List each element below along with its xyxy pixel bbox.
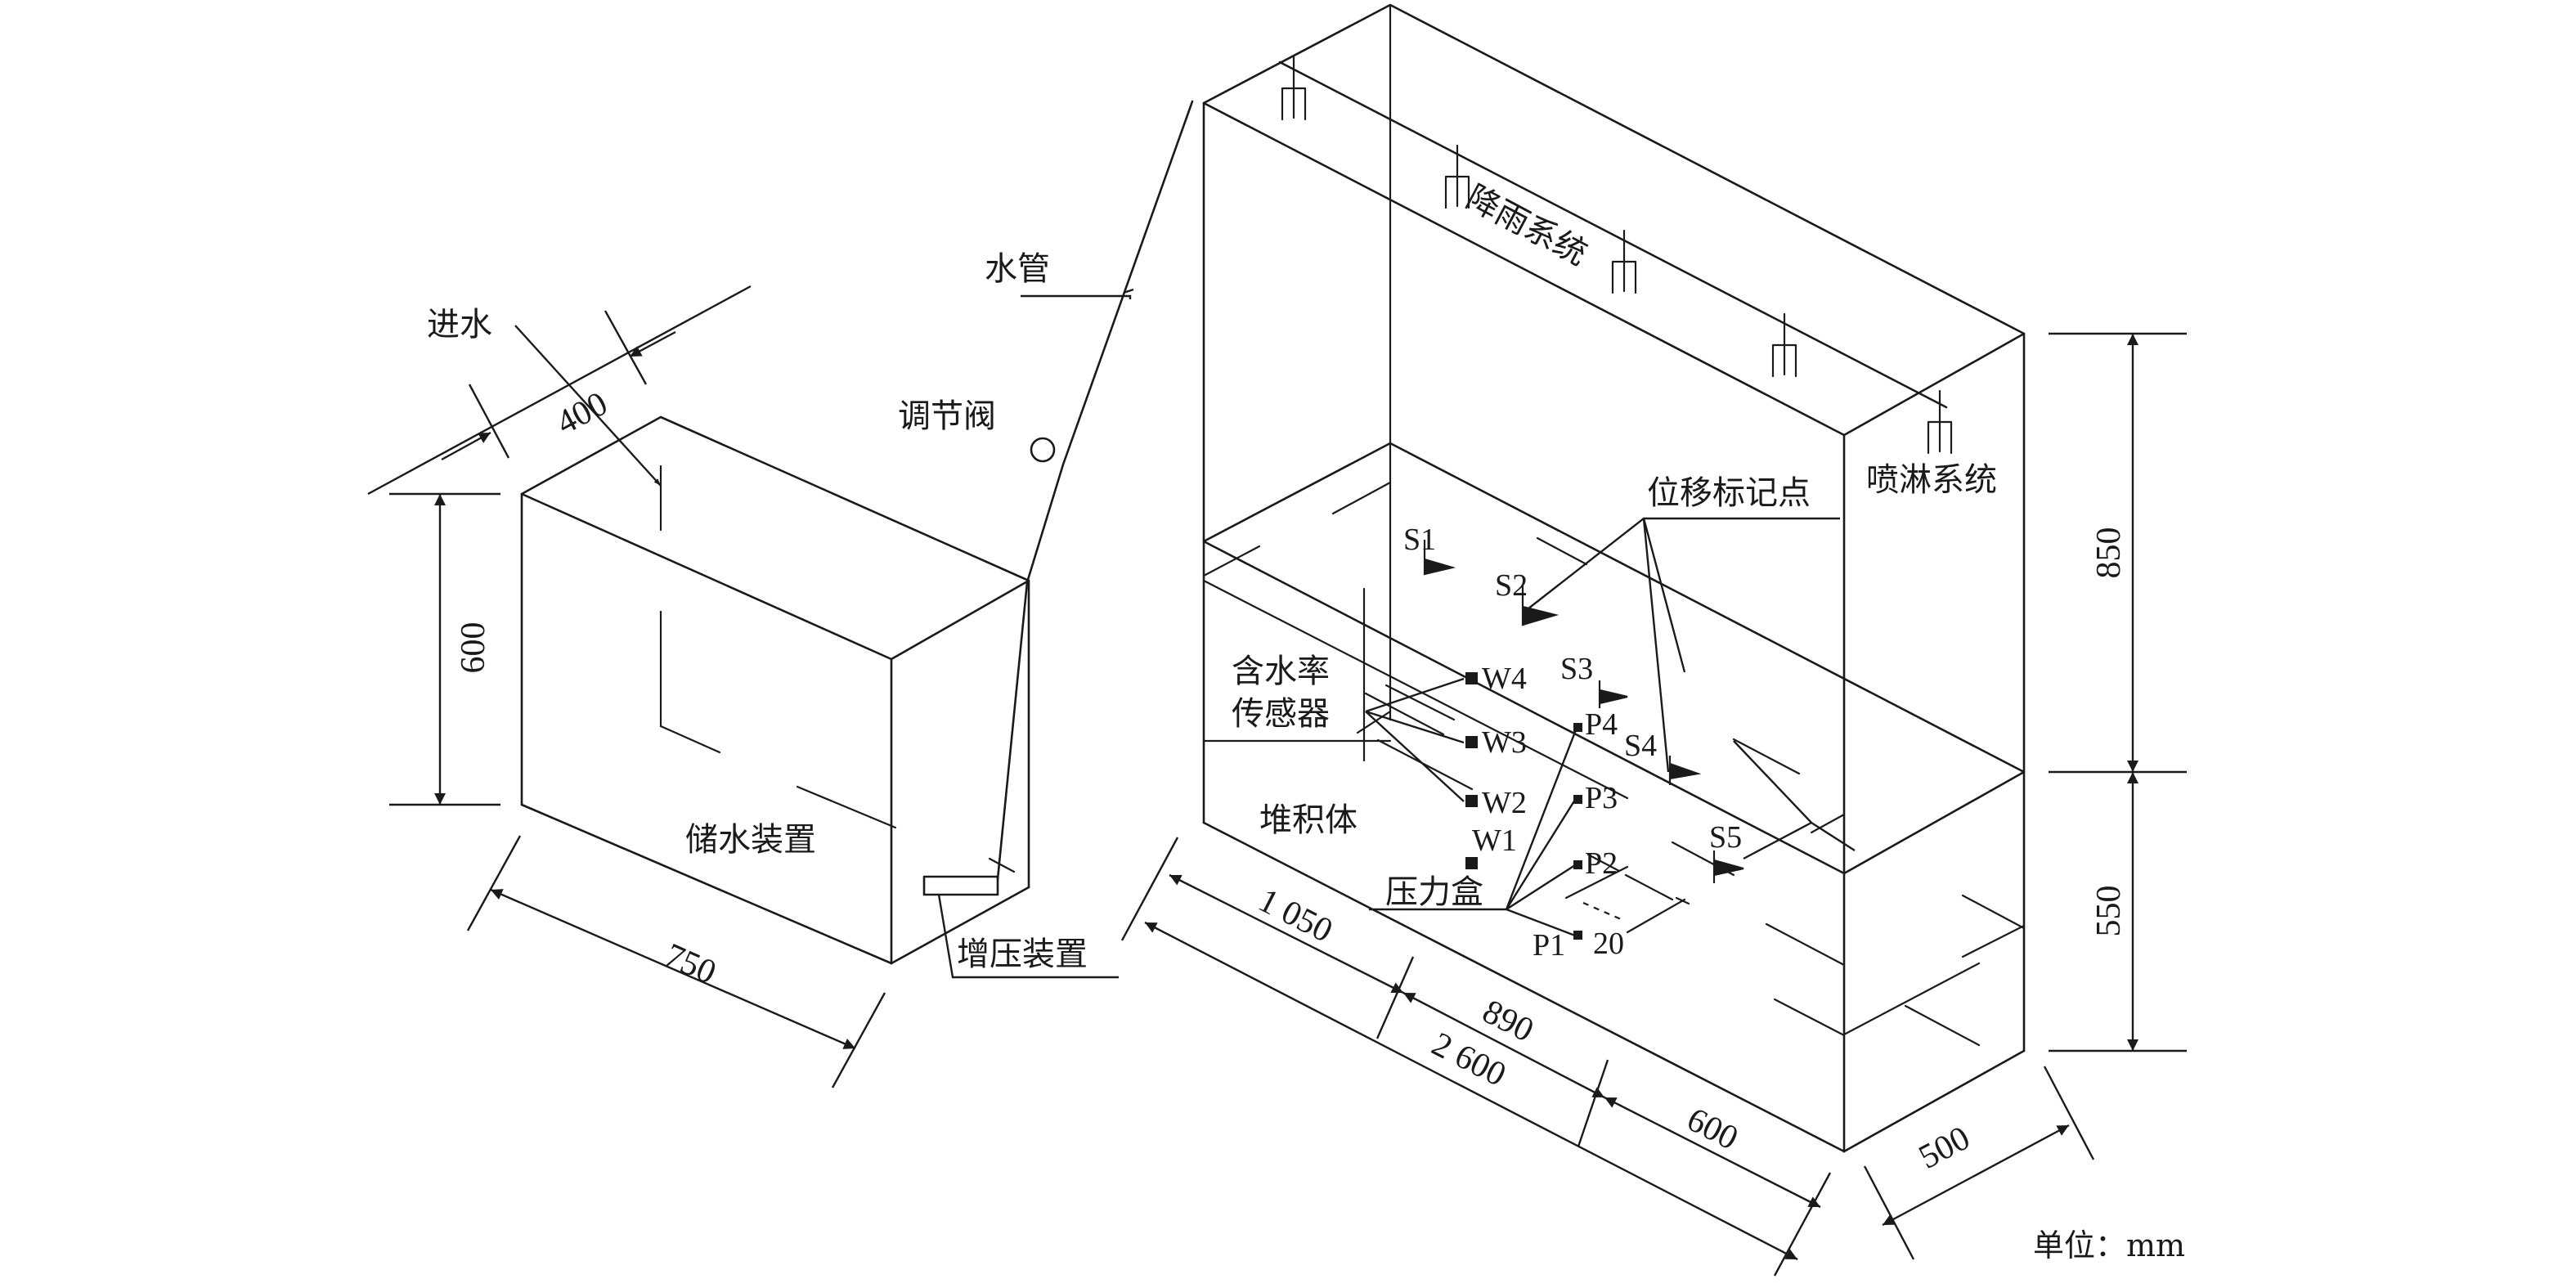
label-p4: P4 xyxy=(1585,707,1618,742)
label-inlet: 进水 xyxy=(427,306,492,343)
label-rainfall-system: 降雨系统 xyxy=(1460,178,1593,273)
dim-seg-2: 890 xyxy=(1476,993,1539,1050)
label-s4: S4 xyxy=(1624,729,1657,763)
sensor-w2-square xyxy=(1465,795,1478,807)
cell-p4-square xyxy=(1573,723,1582,732)
label-s5: S5 xyxy=(1709,820,1742,855)
label-s2: S2 xyxy=(1495,568,1528,603)
label-w3: W3 xyxy=(1482,725,1527,760)
storage-tank xyxy=(520,415,1030,965)
marker-flag-s2 xyxy=(1521,586,1560,626)
rainfall-nozzles xyxy=(1278,56,1953,455)
dim-flume-upper-height: 850 xyxy=(2090,527,2128,579)
dim-seg-1: 1 050 xyxy=(1252,882,1338,950)
text-labels: 降雨系统 喷淋系统 水管 进水 调节阀 储水装置 增压装置 位移标记点 含水率 … xyxy=(427,178,2185,1263)
label-s1: S1 xyxy=(1403,523,1436,557)
label-w2: W2 xyxy=(1482,786,1527,820)
dim-seg-3: 600 xyxy=(1681,1101,1744,1158)
flume-internals xyxy=(1202,481,2026,1047)
label-displacement-marker: 位移标记点 xyxy=(1647,474,1811,512)
dim-flume-lower-height: 550 xyxy=(2090,886,2128,937)
label-w4: W4 xyxy=(1482,662,1527,696)
label-pressure-box: 压力盒 xyxy=(1385,873,1483,911)
sensor-w4-square xyxy=(1465,672,1478,684)
label-moisture-sensor-2: 传感器 xyxy=(1232,695,1330,733)
label-p2: P2 xyxy=(1585,846,1618,881)
displacement-markers xyxy=(1423,540,1744,883)
leader-lines xyxy=(514,288,1856,979)
label-water-pipe: 水管 xyxy=(985,250,1050,288)
dimension-lines xyxy=(367,285,2187,1277)
label-storage-device: 储水装置 xyxy=(685,821,816,859)
label-p3: P3 xyxy=(1585,781,1618,815)
marker-flag-s3 xyxy=(1598,680,1628,708)
dim-tank-length: 750 xyxy=(659,936,721,992)
cell-p3-square xyxy=(1573,795,1582,804)
label-accumulation-body: 堆积体 xyxy=(1259,801,1358,839)
label-pressurizing-device: 增压装置 xyxy=(957,936,1088,973)
water-pipe xyxy=(996,100,1194,881)
marker-flag-s4 xyxy=(1668,756,1702,785)
sensor-w1-square xyxy=(1465,857,1478,869)
label-moisture-sensor-1: 含水率 xyxy=(1232,653,1330,690)
label-s3: S3 xyxy=(1560,652,1593,686)
label-unit: 单位：mm xyxy=(2033,1227,2185,1263)
dim-tank-depth: 400 xyxy=(550,385,613,442)
pressurizing-device-box xyxy=(922,875,999,896)
label-p1: P1 xyxy=(1533,928,1565,963)
marker-flag-s5 xyxy=(1712,850,1744,883)
marker-flag-s1 xyxy=(1423,540,1456,576)
dim-flume-width: 500 xyxy=(1913,1120,1976,1177)
sensor-w3-square xyxy=(1465,736,1478,748)
cell-p2-square xyxy=(1573,860,1582,869)
label-regulating-valve: 调节阀 xyxy=(898,397,996,435)
pressure-cells xyxy=(1573,723,1622,940)
regulating-valve-icon xyxy=(1030,437,1056,463)
label-spacing-20: 20 xyxy=(1593,927,1624,961)
label-w1: W1 xyxy=(1472,824,1517,858)
label-spray-system: 喷淋系统 xyxy=(1866,461,1997,499)
moisture-sensors xyxy=(1465,672,1478,869)
flume-box xyxy=(1202,3,2026,1153)
dim-tank-height: 600 xyxy=(455,622,492,674)
